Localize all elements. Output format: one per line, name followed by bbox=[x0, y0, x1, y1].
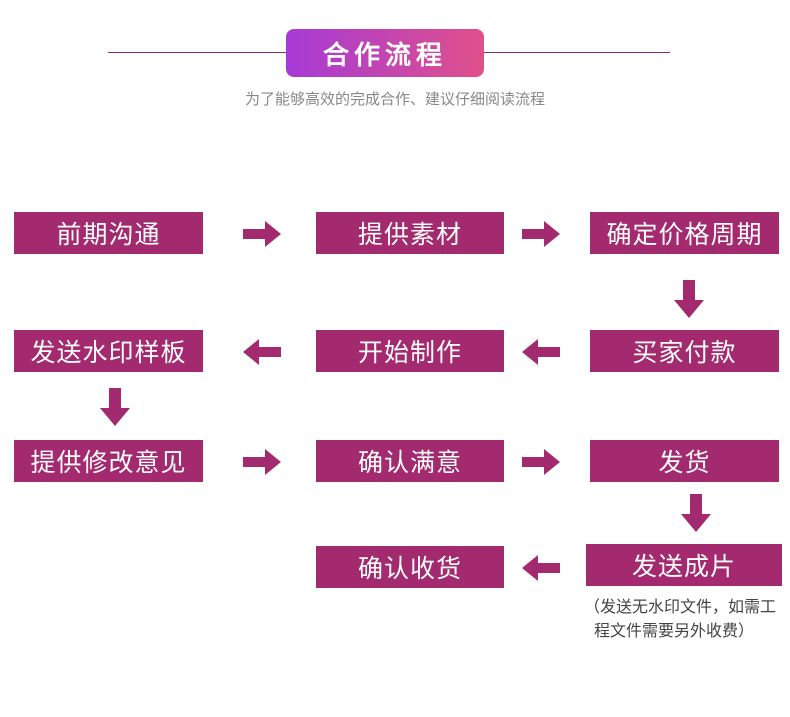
arrow-left-icon bbox=[522, 339, 560, 365]
step-buyer-payment: 买家付款 bbox=[590, 330, 779, 372]
header-line-right bbox=[484, 52, 670, 53]
step-provide-feedback: 提供修改意见 bbox=[14, 440, 203, 482]
step-confirm-receipt: 确认收货 bbox=[316, 546, 504, 588]
step-initial-communication: 前期沟通 bbox=[14, 212, 203, 254]
arrow-right-icon bbox=[243, 221, 281, 247]
step-provide-materials: 提供素材 bbox=[316, 212, 504, 254]
delivery-note-line-2: 程文件需要另外收费） bbox=[594, 621, 755, 640]
arrow-left-icon bbox=[522, 555, 560, 581]
arrow-left-icon bbox=[243, 339, 281, 365]
step-start-production: 开始制作 bbox=[316, 330, 504, 372]
arrow-right-icon bbox=[522, 449, 560, 475]
arrow-down-icon bbox=[100, 388, 130, 426]
step-confirm-price-schedule: 确定价格周期 bbox=[590, 212, 779, 254]
step-send-watermark-sample: 发送水印样板 bbox=[14, 330, 203, 372]
step-confirm-satisfaction: 确认满意 bbox=[316, 440, 504, 482]
step-ship: 发货 bbox=[590, 440, 779, 482]
page-title: 合作流程 bbox=[286, 29, 484, 77]
arrow-down-icon bbox=[681, 494, 711, 532]
arrow-down-icon bbox=[674, 280, 704, 318]
header-line-left bbox=[108, 52, 286, 53]
arrow-right-icon bbox=[522, 221, 560, 247]
arrow-right-icon bbox=[243, 449, 281, 475]
step-send-final-film: 发送成片 bbox=[586, 544, 782, 586]
delivery-note-line-1: （发送无水印文件，如需工 bbox=[584, 597, 777, 616]
page-subtitle: 为了能够高效的完成合作、建议仔细阅读流程 bbox=[244, 90, 545, 108]
delivery-note: （发送无水印文件，如需工 程文件需要另外收费） bbox=[584, 595, 790, 643]
